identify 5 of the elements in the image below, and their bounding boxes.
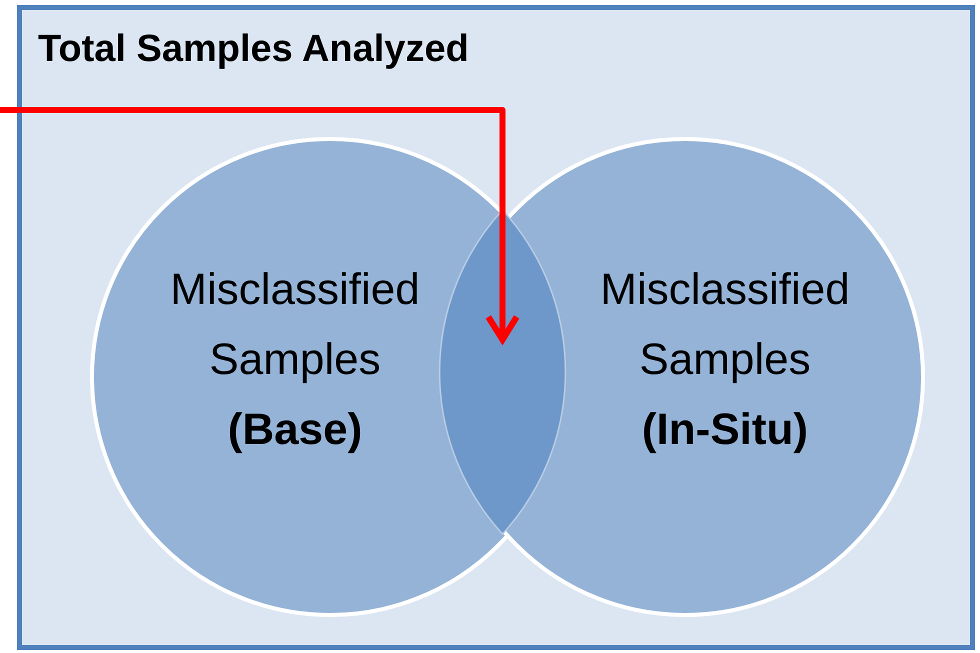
- circle-label: Misclassified Samples (Base): [169, 264, 421, 456]
- circle-label: Misclassified Samples (In-Situ): [599, 264, 851, 456]
- arrow: [0, 107, 520, 343]
- box-title: Total Samples Analyzed: [38, 28, 469, 71]
- outer-box: [17, 5, 975, 650]
